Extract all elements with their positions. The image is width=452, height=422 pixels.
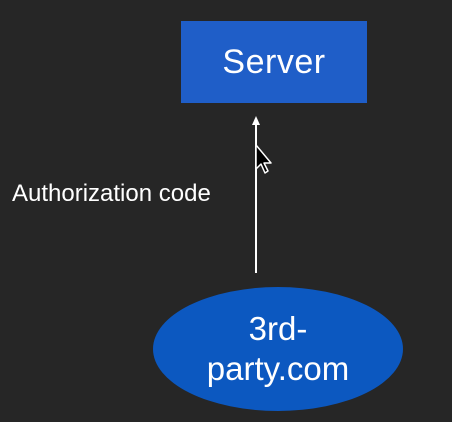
mouse-cursor-icon <box>255 144 272 174</box>
arrow-head-icon <box>252 116 260 125</box>
client-label: 3rd-party.com <box>206 310 350 387</box>
edge-label: Authorization code <box>12 180 211 207</box>
client-node: 3rd-party.com <box>153 287 403 411</box>
server-node: Server <box>181 21 367 103</box>
server-label: Server <box>222 42 326 81</box>
